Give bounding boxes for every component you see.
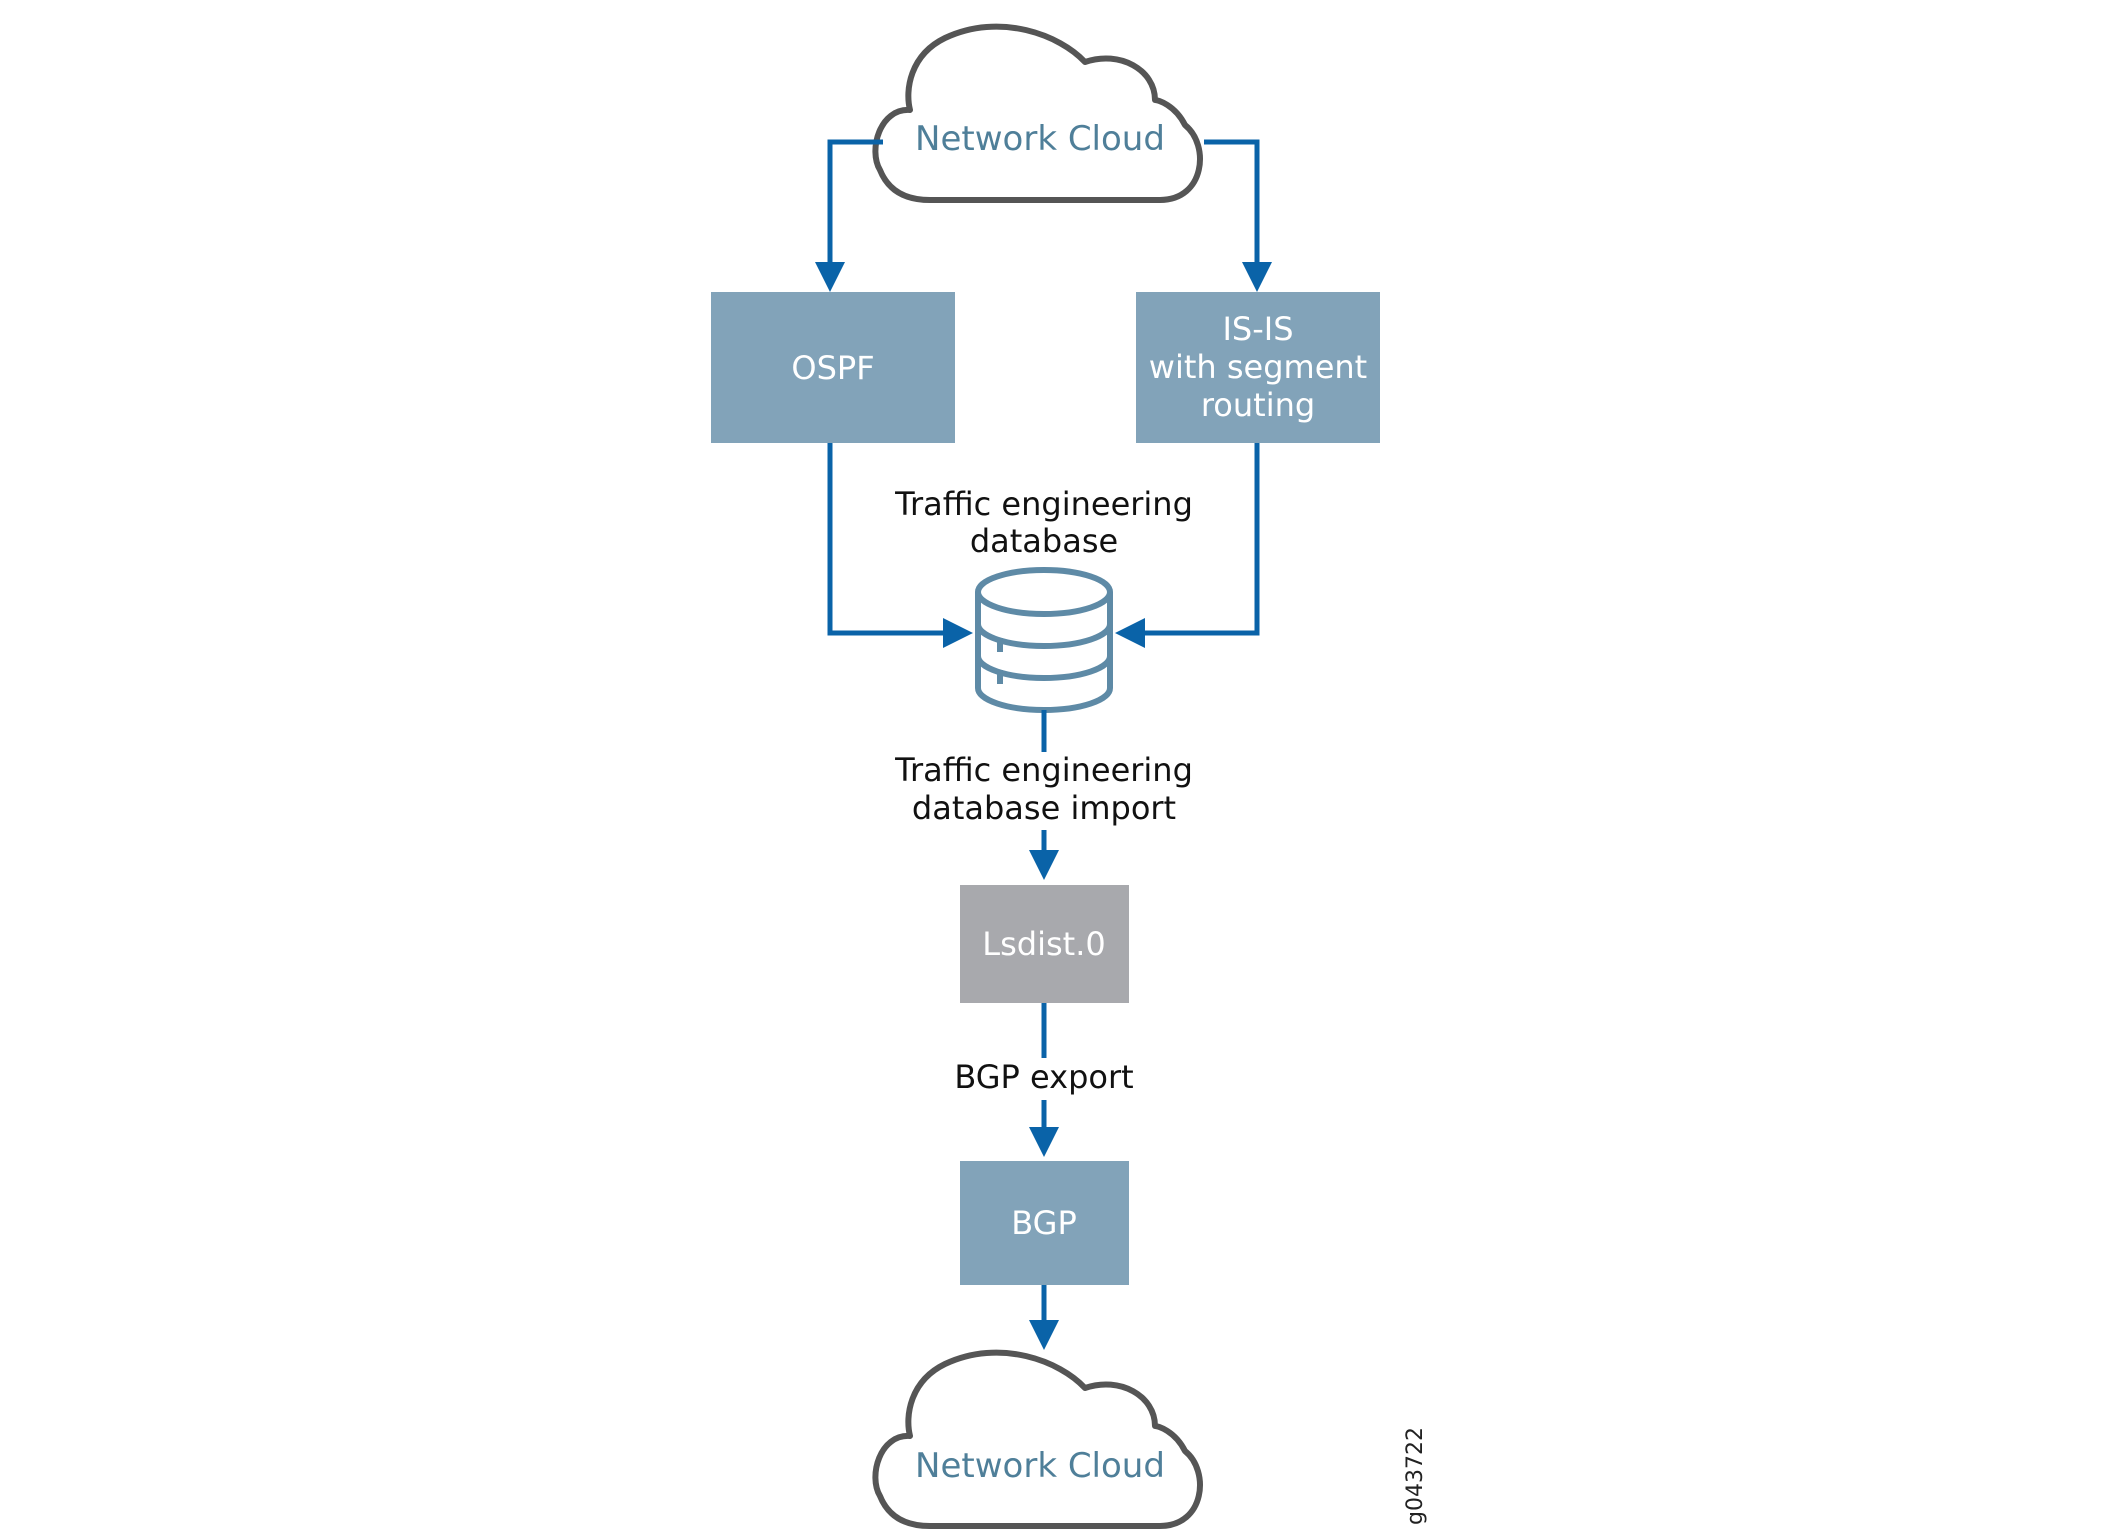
bottom-cloud-label: Network Cloud xyxy=(915,1446,1165,1486)
import-label-line1: Traffic engineering xyxy=(894,751,1193,789)
database-icon xyxy=(975,567,1113,713)
lsdist-label: Lsdist.0 xyxy=(982,925,1105,963)
isis-label-line2: with segment xyxy=(1149,348,1367,386)
isis-label-line3: routing xyxy=(1201,386,1315,424)
bgp-box: BGP xyxy=(960,1161,1129,1285)
ted-label-line2: database xyxy=(970,522,1118,560)
bgp-label: BGP xyxy=(1011,1204,1076,1242)
ospf-box: OSPF xyxy=(711,292,955,443)
top-cloud-label: Network Cloud xyxy=(915,119,1165,159)
arrow-cloud-to-ospf xyxy=(815,139,883,292)
ospf-label: OSPF xyxy=(791,349,874,387)
bottom-cloud: Network Cloud xyxy=(872,1349,1203,1529)
cloud-icon xyxy=(872,23,1203,203)
lsdist-box: Lsdist.0 xyxy=(960,885,1129,1003)
figure-id: g043722 xyxy=(1403,1427,1428,1525)
import-label-line2: database import xyxy=(912,789,1176,827)
bgp-export-label: BGP export xyxy=(954,1058,1133,1096)
ted-label-line1: Traffic engineering xyxy=(894,485,1193,523)
cloud-icon xyxy=(872,1349,1203,1529)
arrow-cloud-to-isis xyxy=(1204,139,1272,292)
top-cloud: Network Cloud xyxy=(872,23,1203,203)
arrow-ospf-to-database xyxy=(827,443,973,648)
isis-box: IS-IS with segment routing xyxy=(1136,292,1380,443)
isis-label-line1: IS-IS xyxy=(1222,310,1293,348)
arrow-isis-to-database xyxy=(1115,443,1260,648)
